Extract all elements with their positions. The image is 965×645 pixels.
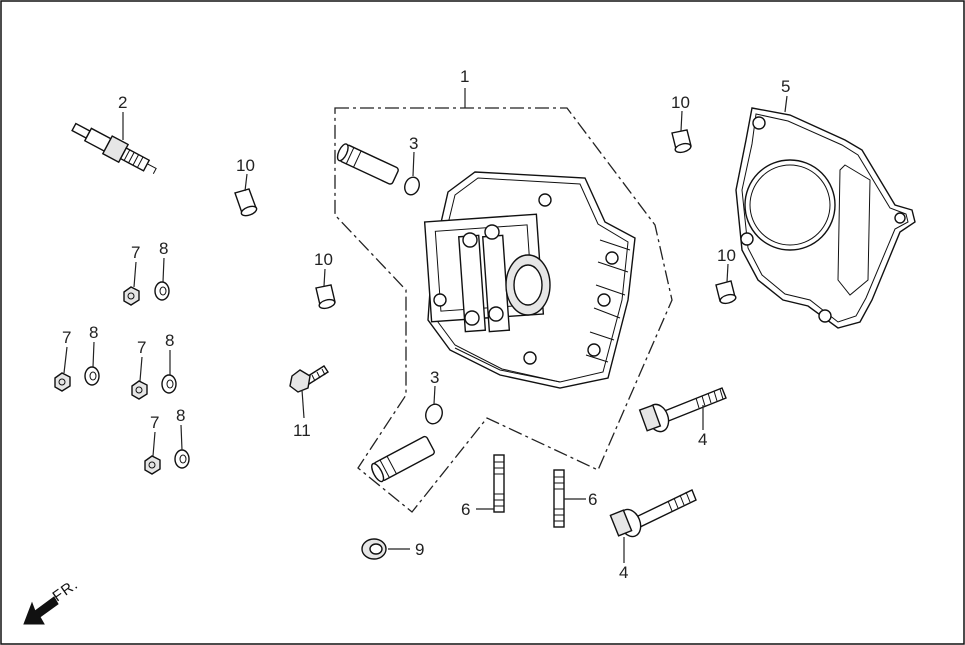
o-ring-upper: [404, 176, 420, 196]
flat-washer-4: [174, 449, 190, 469]
o-ring-lower: [425, 403, 443, 425]
callout-3-upper: 3: [409, 134, 418, 153]
callout-9: 9: [415, 540, 424, 559]
dowel-pin-3: [671, 129, 692, 154]
callout-8-b: 8: [89, 323, 98, 342]
callout-5: 5: [781, 77, 790, 96]
nut-3: [131, 380, 148, 400]
long-bolt-2: [609, 489, 697, 538]
callout-8-a: 8: [159, 239, 168, 258]
callout-2: 2: [118, 93, 127, 112]
callout-8-d: 8: [176, 406, 185, 425]
leader-lines: [63, 88, 788, 563]
callout-1: 1: [460, 67, 469, 86]
callout-8-c: 8: [165, 331, 174, 350]
callout-10-b: 10: [314, 250, 333, 269]
valve-guide-lower: [371, 435, 435, 483]
cylinder-head: [423, 171, 636, 389]
callout-11: 11: [293, 421, 311, 440]
callout-7-d: 7: [150, 413, 159, 432]
assembly-boundary: [334, 107, 673, 513]
callout-7-b: 7: [62, 328, 71, 347]
dowel-pin-4: [715, 280, 737, 305]
head-gasket: [735, 107, 916, 329]
valve-guide-upper: [336, 143, 399, 185]
callout-7-a: 7: [131, 243, 140, 262]
long-bolt-1: [638, 387, 727, 433]
washer: [361, 538, 387, 560]
spark-plug: [71, 122, 157, 175]
callout-3-lower: 3: [430, 368, 439, 387]
callout-6-right: 6: [588, 490, 597, 509]
flat-washer-3: [161, 374, 177, 394]
stud-bolt-1: [493, 454, 505, 513]
flat-washer-1: [154, 281, 170, 301]
nut-4: [144, 455, 161, 475]
nut-2: [54, 372, 71, 392]
dowel-pin-1: [234, 188, 258, 217]
callouts: 1 2 3 3 4 4 5 6 6 7 7 7 7 8 8 8 8 9 10 1…: [62, 67, 790, 582]
stud-bolt-2: [553, 469, 565, 528]
callout-10-d: 10: [717, 246, 736, 265]
flat-washer-2: [84, 366, 100, 386]
callout-10-c: 10: [671, 93, 690, 112]
callout-4-lower: 4: [619, 563, 628, 582]
callout-7-c: 7: [137, 338, 146, 357]
callout-10-a: 10: [236, 156, 255, 175]
nut-1: [123, 286, 140, 306]
callout-4-upper: 4: [698, 430, 707, 449]
dowel-pin-2: [315, 284, 336, 310]
front-direction-arrow: FR.: [23, 576, 82, 625]
small-bolt: [289, 365, 329, 393]
callout-6-left: 6: [461, 500, 470, 519]
